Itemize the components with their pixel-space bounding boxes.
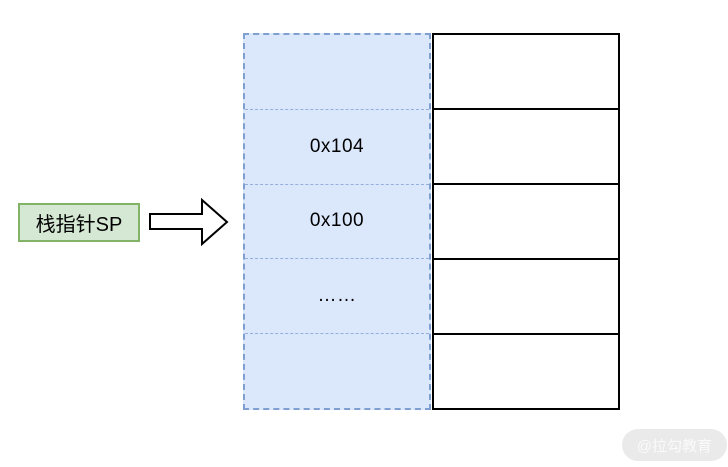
memory-cell <box>434 35 618 108</box>
memory-cell <box>434 258 618 333</box>
address-cell-ellipsis: …… <box>245 258 429 333</box>
address-cell-bottom <box>245 333 429 408</box>
address-cell-0x100: 0x100 <box>245 183 429 259</box>
address-cell-0x104: 0x104 <box>245 108 429 184</box>
address-column: 0x104 0x100 …… <box>243 33 431 410</box>
memory-cell <box>434 333 618 408</box>
block-arrow-right-icon <box>149 197 229 247</box>
memory-cell <box>434 108 618 183</box>
stack-pointer-label: 栈指针SP <box>18 203 140 242</box>
memory-cell <box>434 183 618 258</box>
watermark-badge: @拉勾教育 <box>621 429 727 461</box>
address-cell-top <box>245 35 429 109</box>
memory-column <box>432 33 620 410</box>
